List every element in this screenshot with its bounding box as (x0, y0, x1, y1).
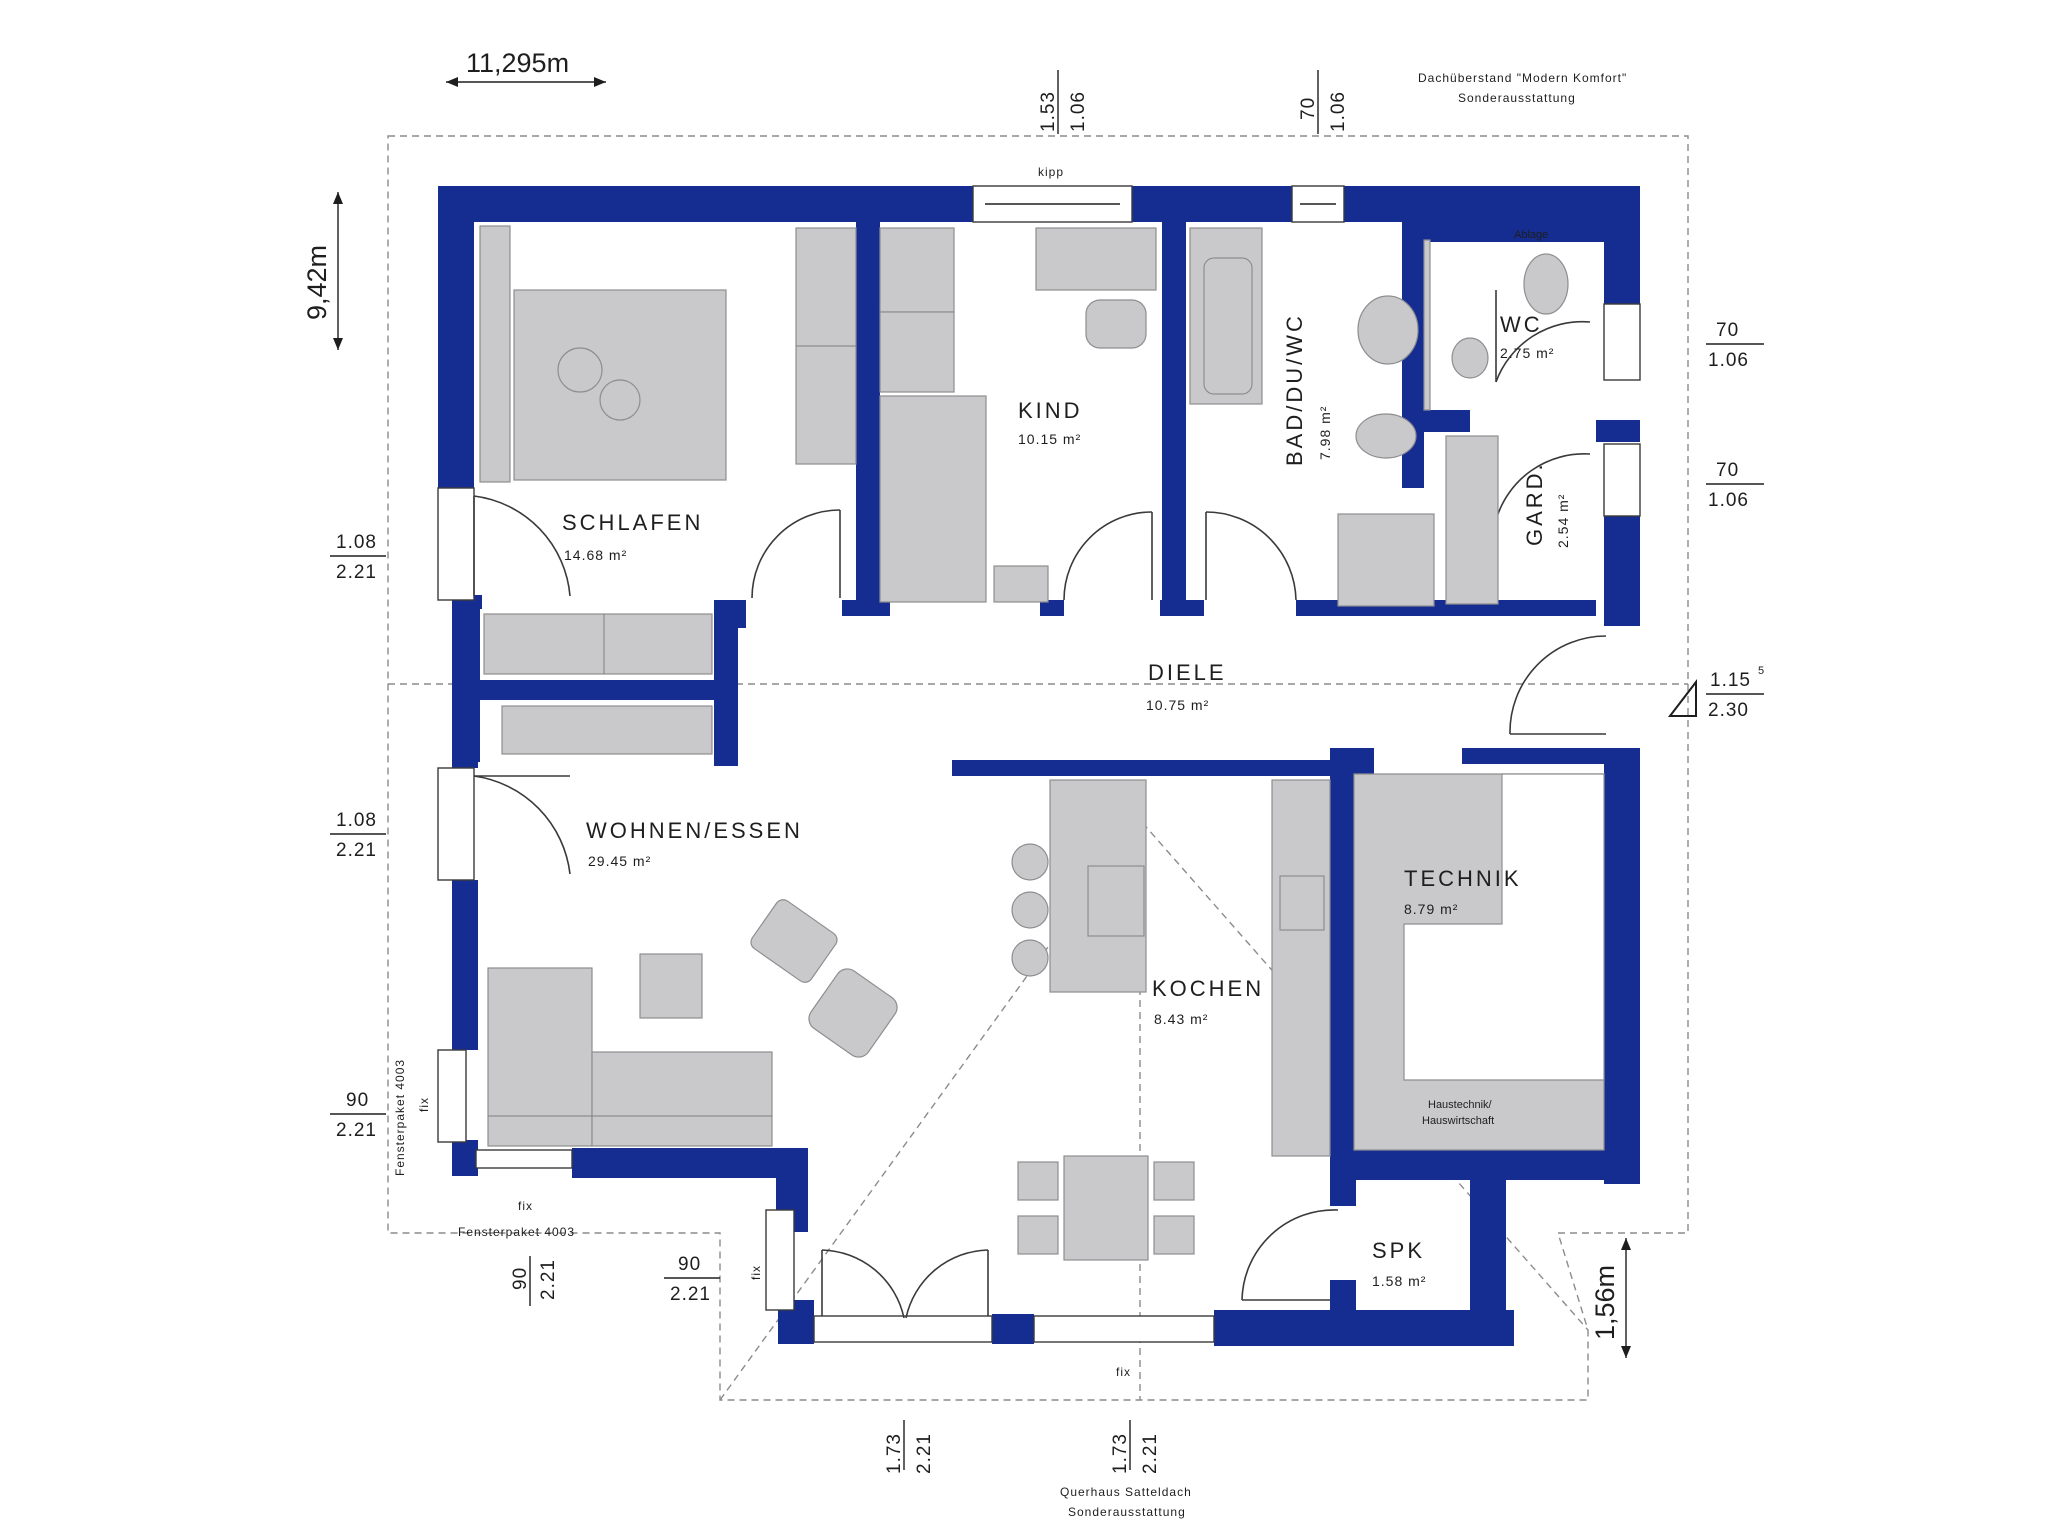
room-bad-label: BAD/DU/WC (1282, 313, 1307, 466)
room-wohnen-label: WOHNEN/ESSEN (586, 818, 803, 843)
room-gard-label: GARD. (1522, 461, 1547, 546)
room-schlafen-area: 14.68 m² (564, 547, 627, 563)
dim-right-gard-upper: 70 (1716, 460, 1739, 481)
roof-top-note-line2: Sonderausstattung (1458, 91, 1576, 105)
room-technik-area: 8.79 m² (1404, 901, 1458, 917)
room-wc-area: 2.75 m² (1500, 345, 1554, 361)
right-dimension-label: 1,56m (1590, 1265, 1620, 1340)
room-technik-label: TECHNIK (1404, 866, 1522, 891)
dim-bottom-bay2-upper: 1.73 (1110, 1433, 1131, 1474)
fix-label-bay: fix (749, 1265, 763, 1280)
furniture (479, 225, 1605, 1261)
top-dimension-label: 11,295m (466, 48, 569, 78)
fix-label-left: fix (417, 1097, 431, 1112)
dim-left-schlafen-lower: 2.21 (336, 562, 377, 583)
dim-entry-upper: 1.15 (1710, 670, 1751, 691)
dim-left-lower-lower: 2.21 (336, 1120, 377, 1141)
ablage-label: Ablage (1514, 229, 1548, 241)
walls (438, 186, 1640, 1346)
dim-entry-lower: 2.30 (1708, 700, 1749, 721)
kipp-label: kipp (1038, 165, 1064, 179)
room-spk-label: SPK (1372, 1238, 1425, 1263)
dim-bottom-bay2-lower: 2.21 (1140, 1433, 1161, 1474)
doors (473, 290, 1607, 1319)
room-wohnen-area: 29.45 m² (588, 853, 651, 869)
windows (437, 185, 1641, 1343)
dim-bottom-left-lower: 2.21 (538, 1259, 559, 1300)
left-dimension-label: 9,42m (302, 245, 332, 320)
fix-label-bottom-left: fix (518, 1199, 533, 1213)
window-package-bottom-label: Fensterpaket 4003 (458, 1225, 575, 1239)
dim-top-kind-lower: 1.06 (1068, 91, 1089, 132)
room-diele-label: DIELE (1148, 660, 1227, 685)
dim-bottom-left-upper: 90 (510, 1267, 531, 1290)
room-kind-area: 10.15 m² (1018, 431, 1081, 447)
room-schlafen-label: SCHLAFEN (562, 510, 703, 535)
dim-left-wohnen-upper: 1.08 (336, 810, 377, 831)
dim-entry-sup: 5 (1758, 665, 1764, 677)
dim-bay-left-upper: 90 (678, 1254, 701, 1275)
roof-bottom-note-line1: Querhaus Satteldach (1060, 1485, 1192, 1499)
dim-left-wohnen-lower: 2.21 (336, 840, 377, 861)
roof-bottom-note-line2: Sonderausstattung (1068, 1505, 1186, 1519)
haustechnik-label-line1: Haustechnik/ (1428, 1099, 1493, 1111)
dim-right-gard-lower: 1.06 (1708, 490, 1749, 511)
room-spk-area: 1.58 m² (1372, 1273, 1426, 1289)
dim-right-wc-lower: 1.06 (1708, 350, 1749, 371)
roof-top-note-line1: Dachüberstand "Modern Komfort" (1418, 71, 1627, 85)
room-kind-label: KIND (1018, 398, 1083, 423)
dimension-arrows (330, 70, 1764, 1470)
dim-bottom-bay1-upper: 1.73 (884, 1433, 905, 1474)
room-kochen-label: KOCHEN (1152, 976, 1264, 1001)
room-gard-area: 2.54 m² (1555, 494, 1571, 548)
window-package-left-label: Fensterpaket 4003 (393, 1059, 407, 1176)
dim-left-schlafen-upper: 1.08 (336, 532, 377, 553)
haustechnik-label-line2: Hauswirtschaft (1422, 1115, 1494, 1127)
room-wc-label: WC (1500, 312, 1543, 337)
dim-left-lower-upper: 90 (346, 1090, 369, 1111)
room-kochen-area: 8.43 m² (1154, 1011, 1208, 1027)
fix-label-bay-bottom: fix (1116, 1365, 1131, 1379)
room-bad-area: 7.98 m² (1317, 406, 1333, 460)
dim-top-bad-lower: 1.06 (1328, 91, 1349, 132)
room-diele-area: 10.75 m² (1146, 697, 1209, 713)
dim-top-bad-upper: 70 (1298, 97, 1319, 120)
dim-bottom-bay1-lower: 2.21 (914, 1433, 935, 1474)
dim-right-wc-upper: 70 (1716, 320, 1739, 341)
dim-top-kind-upper: 1.53 (1038, 91, 1059, 132)
dim-bay-left-lower: 2.21 (670, 1284, 711, 1305)
